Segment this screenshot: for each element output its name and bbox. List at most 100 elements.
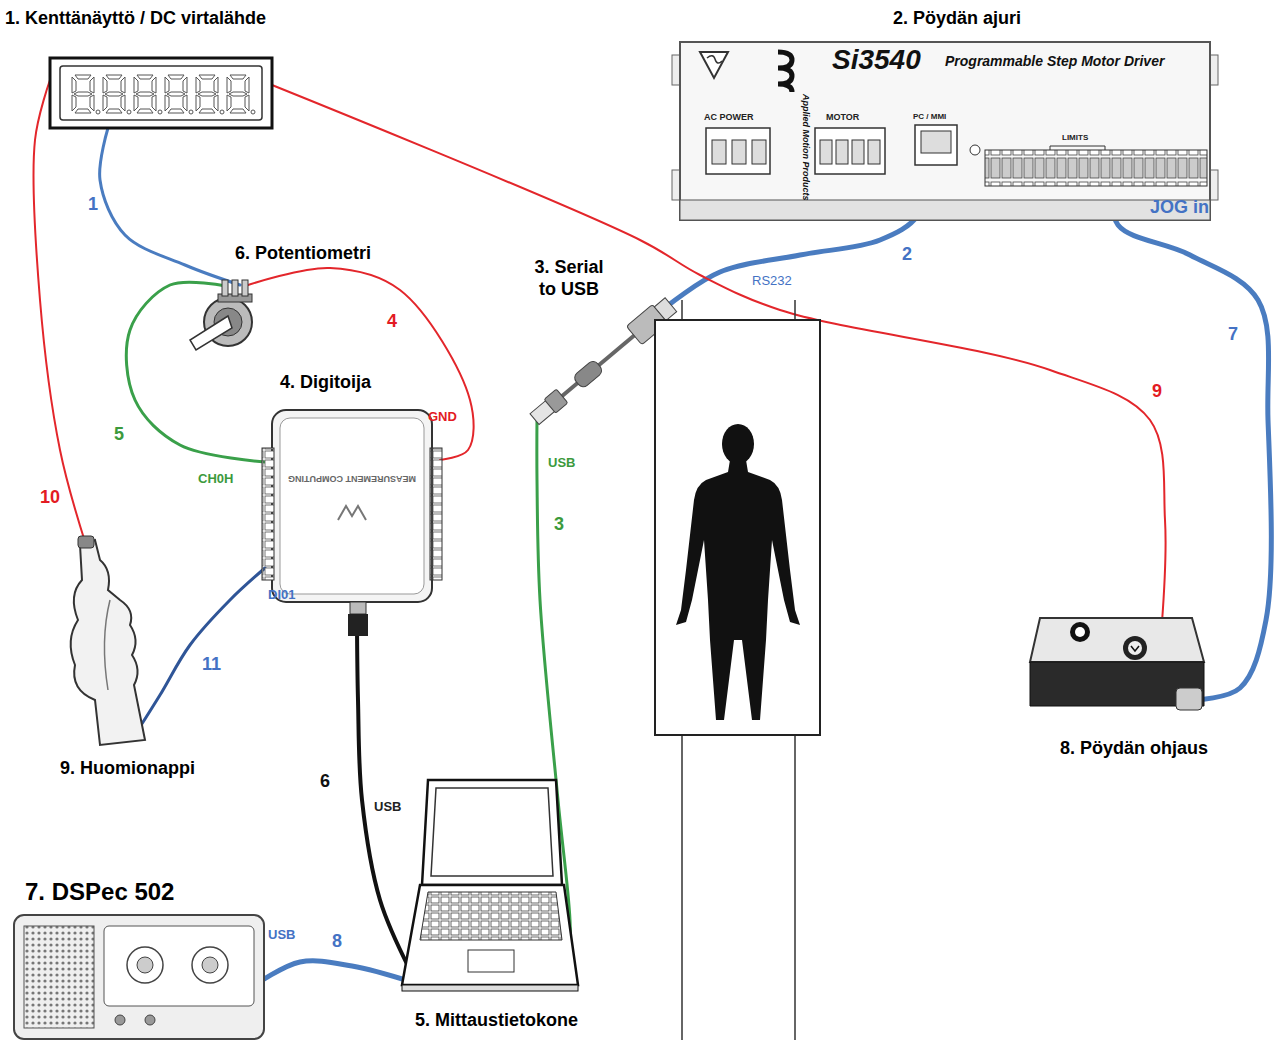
laptop [431,788,553,876]
connector-label: AC POWER [704,113,754,122]
cable-number-anchor: 8 [330,932,344,950]
cable-number: 11 [200,655,223,673]
laptop [402,985,578,991]
device-heading: 6. Potentiometri [235,243,371,265]
serial-usb-adapter [654,298,676,321]
potentiometer [190,316,232,350]
motor-driver [815,128,885,174]
cable-number: 8 [330,932,344,950]
control-box [1030,618,1204,710]
spectrometer [127,947,163,983]
motor-driver [836,140,848,164]
patient-table [655,320,820,735]
cable-number-anchor: 7 [1226,325,1240,343]
device-heading: 3. Serial to USB [525,257,613,300]
signal-label-anchor: USB [374,800,401,813]
cable-number-anchor: 9 [1150,382,1164,400]
cable [357,625,410,970]
device-heading: 5. Mittaustietokone [415,1010,578,1032]
cable-number: 3 [552,515,566,533]
motor-driver [712,140,726,164]
spectrometer [14,915,264,1039]
cable-number-anchor: 2 [900,245,914,263]
cable-number-anchor: 11 [200,655,223,673]
motor-driver [985,150,1207,186]
pin-label-anchor: GND [428,410,457,423]
digitizer-device: 4. Digitoija [262,405,442,660]
brand-text: MEASUREMENT COMPUTING [288,474,416,483]
connector-label: PC / MMI [913,113,946,121]
motor-driver [852,140,864,164]
cable [126,282,265,462]
computer-device: 5. Mittaustietokone [395,775,580,1005]
motor-driver [706,128,770,174]
cable [33,80,86,545]
motor-driver [915,125,957,165]
digitizer-device [262,448,274,580]
brand-text-anchor: Si3540 [832,46,921,74]
cable-number: 9 [1150,382,1164,400]
handheld-button [71,536,145,745]
motor-driver [700,52,728,78]
segment-display [103,75,131,114]
laptop [422,780,562,885]
motor-driver [672,42,1218,220]
cable [138,568,265,730]
cable-number-anchor: 5 [112,425,126,443]
motor-driver [820,140,832,164]
motor-driver [1050,146,1105,150]
signal-label-anchor: USB [268,928,295,941]
signal-label: JOG in [1150,198,1209,216]
patient-table [676,460,800,720]
potentiometer [242,280,248,296]
motor-driver [752,140,766,164]
device-heading: 1. Kenttänäyttö / DC virtalähde [5,8,266,30]
spectrometer [137,957,153,973]
laptop [402,780,578,991]
cable-number-anchor: 10 [38,488,62,506]
serial-usb-adapter [572,359,604,389]
spectrometer [115,1015,125,1025]
digitizer-device [430,448,442,580]
device-heading: 4. Digitoija [280,372,371,394]
device-heading: 9. Huomionappi [60,758,195,780]
laptop [420,892,562,940]
patient-table [655,300,820,1040]
control-box [1075,627,1085,637]
cable-number: 4 [385,312,399,330]
cable-number: 6 [318,772,332,790]
potentiometer [232,280,238,296]
potentiometer [190,280,252,350]
cable [100,128,240,285]
segment-display [60,66,262,120]
cable-number-anchor: 1 [86,195,100,213]
serial-usb-adapter [562,334,636,396]
control-box [1030,618,1204,662]
segment-display [165,75,193,114]
control-box [1131,646,1139,651]
segment-display [196,75,224,114]
cable-number: 2 [900,245,914,263]
motor-driver [680,42,1210,220]
control-device: 8. Pöydän ohjaus [1030,612,1210,727]
potentiometer [222,280,228,296]
motor-driver [732,140,746,164]
segment-display [72,75,100,114]
laptop [402,885,578,985]
spectrometer [145,1015,155,1025]
brand-text: Si3540 [832,46,921,74]
segment-display [227,75,255,114]
brand-text-anchor: Applied Motion Products [801,94,810,201]
motor-driver [921,131,951,153]
signal-label: USB [374,800,401,813]
motor-driver [868,140,880,164]
digitizer-device [272,410,432,602]
cable [255,961,412,985]
handheld-button [104,600,110,690]
patient-table [722,424,754,464]
signal-label: USB [268,928,295,941]
cable-number-anchor: 3 [552,515,566,533]
digitizer-device [338,506,366,520]
